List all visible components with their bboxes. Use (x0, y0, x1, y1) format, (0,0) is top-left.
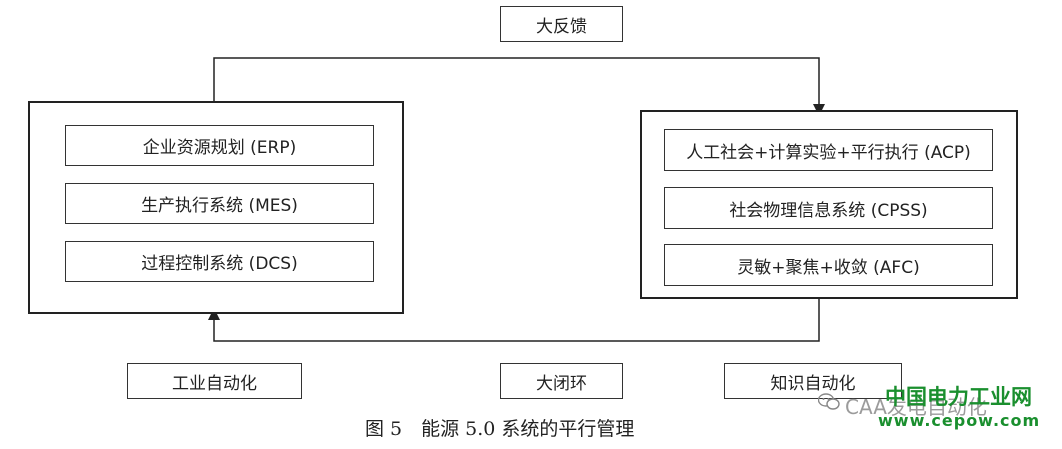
cpss-box: 社会物理信息系统 (CPSS) (664, 187, 993, 229)
erp-label: 企业资源规划 (ERP) (142, 138, 297, 158)
feedback-loop-top (213, 57, 825, 116)
closed-loop-label: 大闭环 (500, 363, 623, 399)
cpss-label: 社会物理信息系统 (CPSS) (729, 200, 928, 221)
closed-loop-bottom (208, 299, 820, 342)
watermark-site-name: 中国电力工业网 (885, 385, 1032, 409)
mes-box: 生产执行系统 (MES) (65, 183, 374, 224)
knowledge-automation-label: 知识自动化 (724, 363, 902, 399)
afc-label: 灵敏+聚焦+收敛 (AFC) (737, 257, 920, 278)
acp-box: 人工社会+计算实验+平行执行 (ACP) (664, 129, 993, 171)
closed-loop-text: 大闭环 (536, 373, 587, 394)
dcs-label: 过程控制系统 (DCS) (141, 254, 298, 274)
wechat-icon (818, 393, 840, 410)
top-feedback-label: 大反馈 (500, 6, 623, 42)
acp-label: 人工社会+计算实验+平行执行 (ACP) (686, 142, 971, 163)
top-feedback-text: 大反馈 (536, 16, 587, 37)
watermark-url: www.cepow.com (878, 411, 1041, 430)
dcs-box: 过程控制系统 (DCS) (65, 241, 374, 282)
afc-box: 灵敏+聚焦+收敛 (AFC) (664, 244, 993, 286)
industrial-automation-label: 工业自动化 (127, 363, 302, 399)
watermark-caa: CAA发电自动化 (845, 395, 987, 419)
figure-caption: 图 5 能源 5.0 系统的平行管理 (365, 418, 635, 440)
knowledge-automation-text: 知识自动化 (770, 373, 856, 394)
industrial-automation-text: 工业自动化 (172, 373, 257, 394)
erp-box: 企业资源规划 (ERP) (65, 125, 374, 166)
mes-label: 生产执行系统 (MES) (141, 196, 298, 216)
